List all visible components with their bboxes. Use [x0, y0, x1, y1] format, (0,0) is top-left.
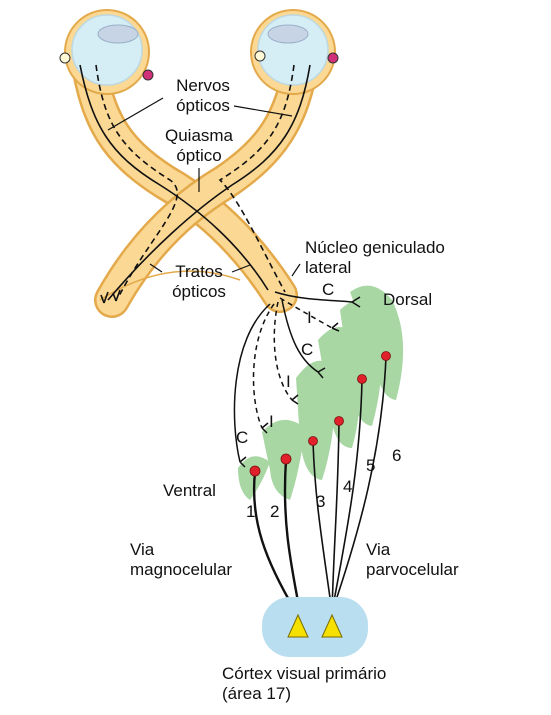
ventral-label: Ventral: [163, 481, 216, 500]
magno-cortical-neuron: [287, 613, 309, 638]
parvocellular-pathway-label: Via parvocelular: [366, 540, 459, 579]
layer-mark-contralateral-low: C: [236, 428, 249, 447]
primary-visual-cortex: [262, 597, 368, 657]
optic-chiasm-label: Quiasma óptico: [164, 126, 234, 165]
optic-nerves-label: Nervos ópticos: [176, 76, 230, 115]
layer-mark-ipsilateral-low: I: [269, 412, 274, 431]
optic-fibers: [79, 64, 311, 301]
layer-number-3: 3: [316, 492, 326, 511]
lateral-geniculate-label: Núcleo geniculado lateral: [305, 238, 445, 277]
layer-number-4: 4: [343, 477, 353, 496]
layer-mark-contralateral-mid: C: [301, 340, 314, 359]
lgn-relay-projections: [252, 356, 387, 613]
layer-mark-ipsilateral-top: I: [307, 308, 312, 327]
parvo-cortical-neuron: [321, 613, 343, 638]
layer-mark-contralateral-top: C: [322, 280, 335, 299]
left-eye: [59, 9, 154, 95]
optic-pathway-band: [70, 42, 320, 318]
optic-tracts-label: Tratos ópticos: [172, 262, 226, 301]
layer-number-5: 5: [366, 456, 376, 475]
leader-lines: [107, 97, 301, 277]
layer-number-1: 1: [246, 502, 256, 521]
tract-arrows: [100, 289, 121, 304]
layer-number-6: 6: [392, 446, 402, 465]
lgn-layers: [238, 285, 404, 500]
layer-mark-ipsilateral-mid: I: [286, 372, 291, 391]
lgn-relay-cells: [249, 351, 391, 477]
dorsal-label: Dorsal: [383, 290, 433, 309]
right-eye: [250, 9, 339, 95]
lgn-afferents: [233, 291, 361, 468]
primary-visual-cortex-label: Córtex visual primário (área 17): [222, 664, 387, 703]
layer-number-2: 2: [270, 502, 280, 521]
magnocellular-pathway-label: Via magnocelular: [130, 540, 233, 579]
